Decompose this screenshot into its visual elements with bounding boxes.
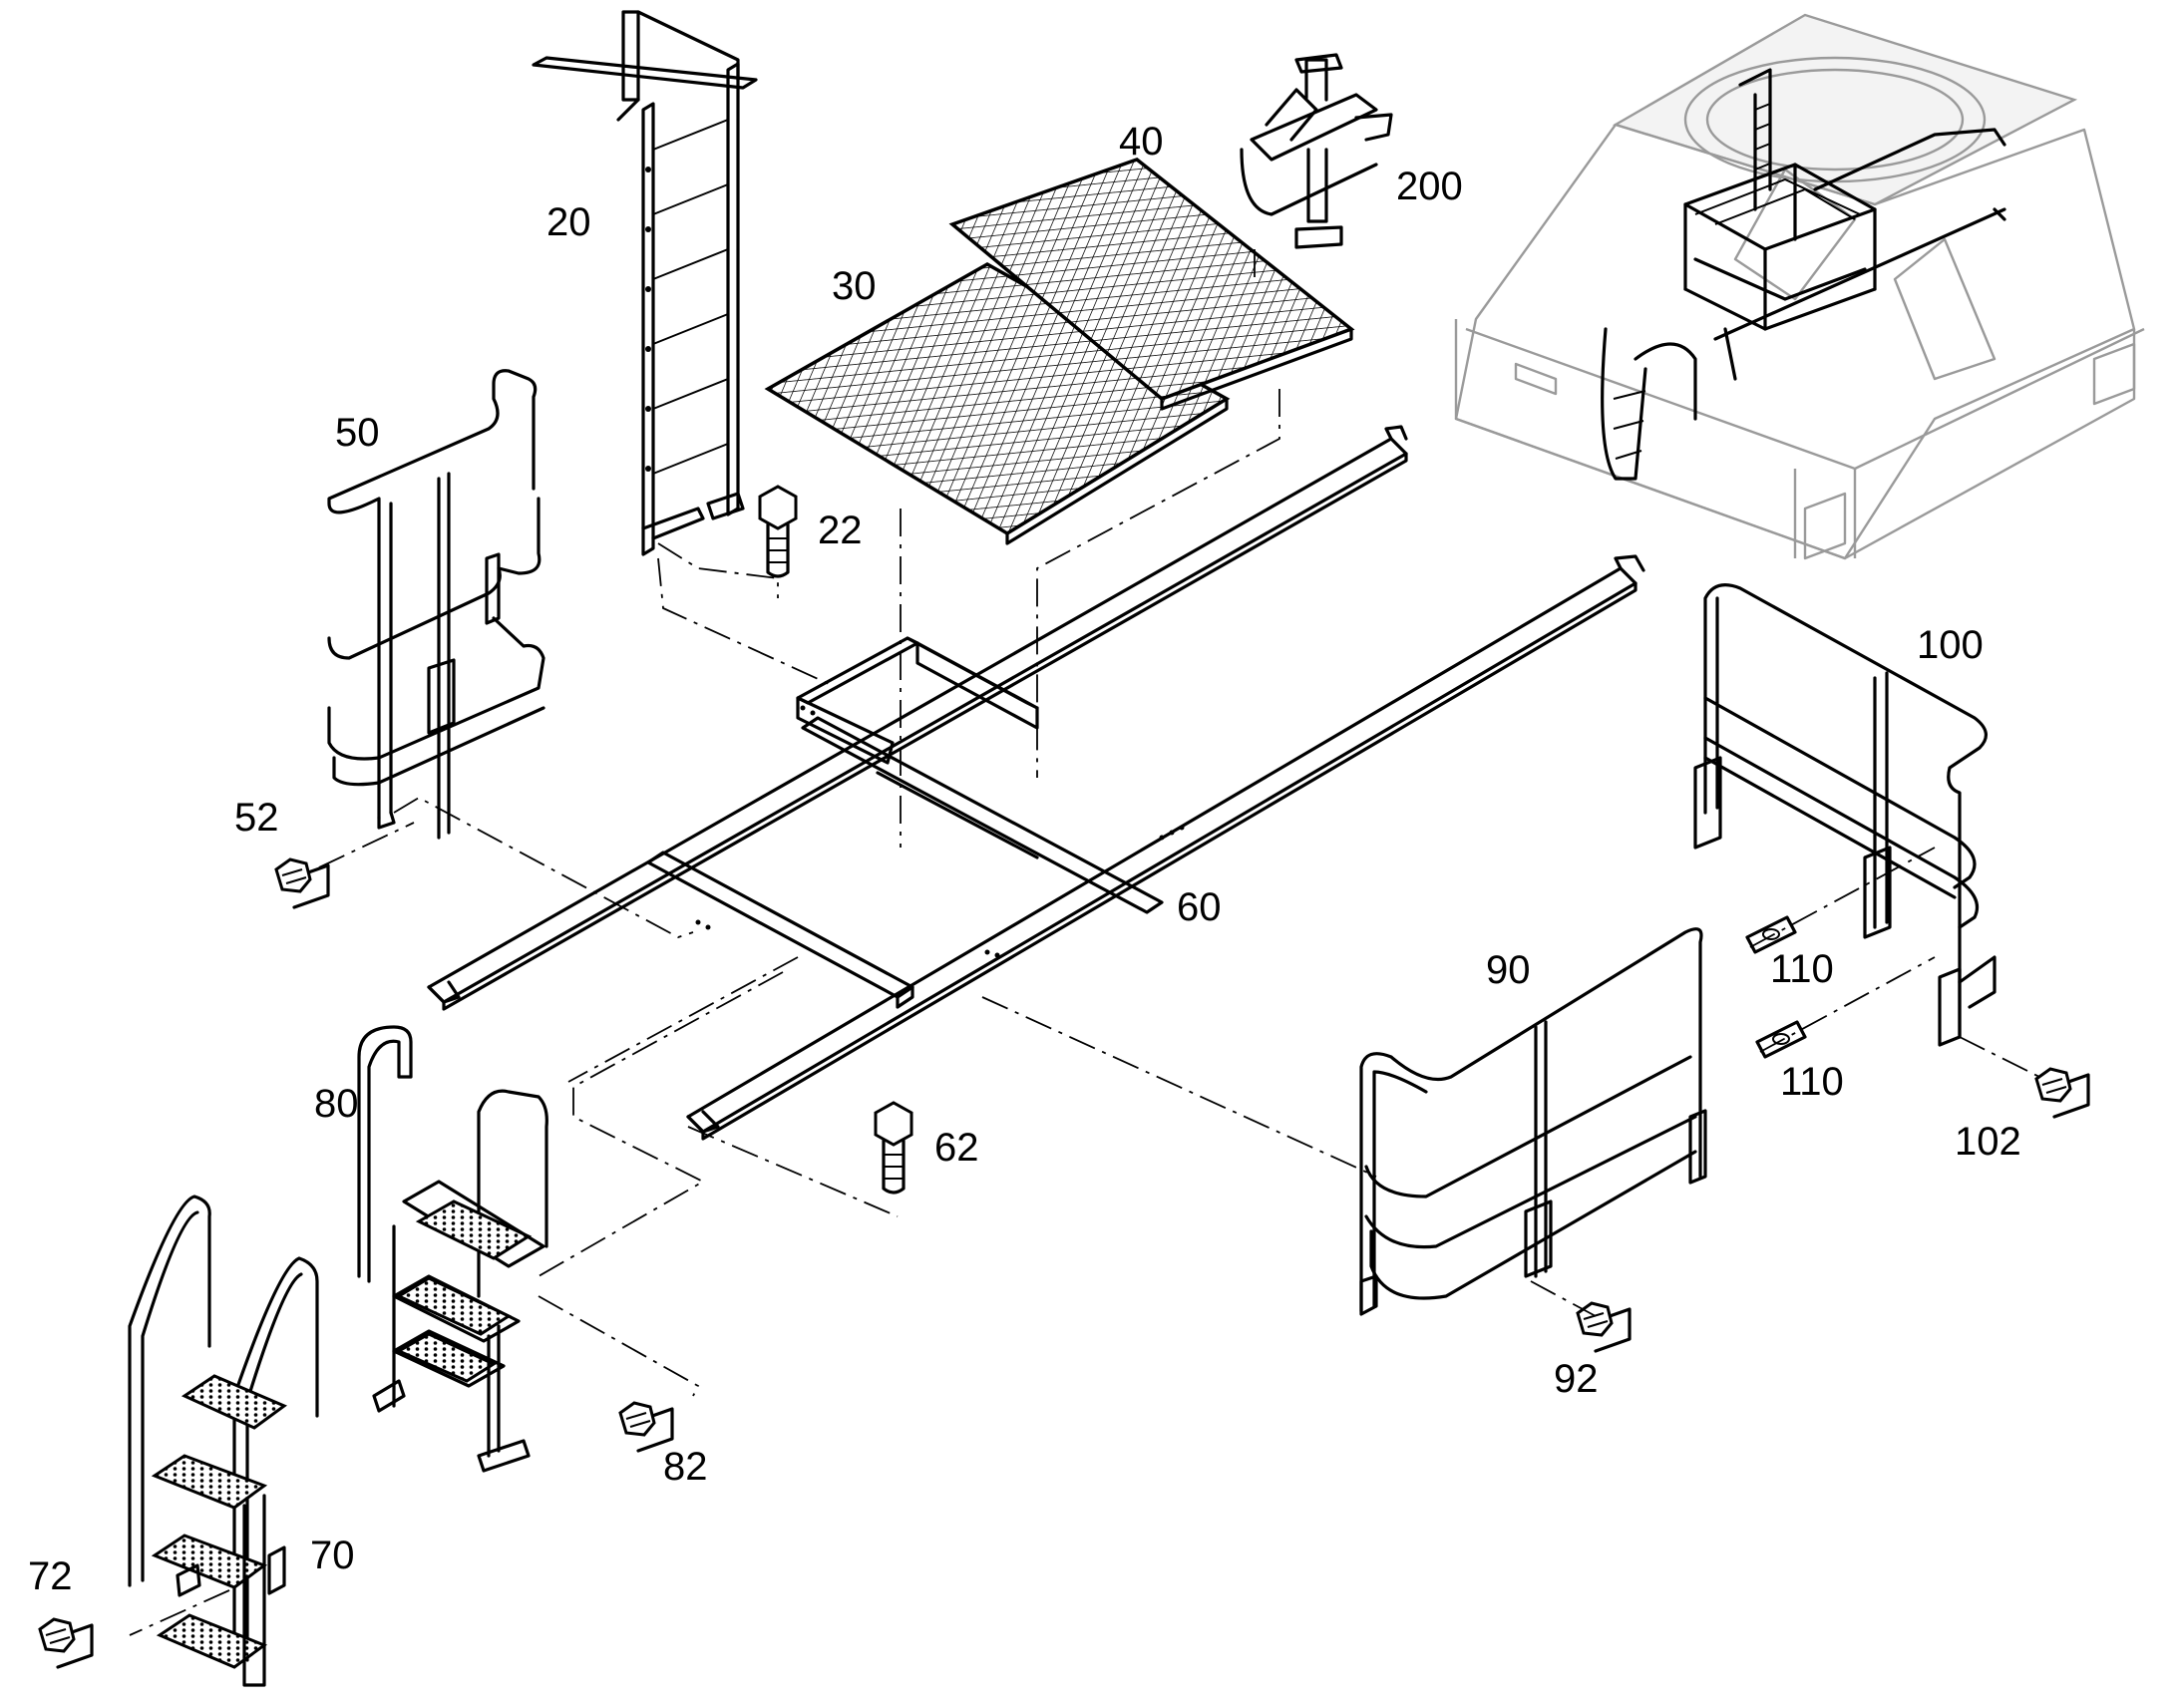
label-part-110-upper: 110: [1770, 947, 1834, 991]
stairs-70: [128, 1195, 319, 1687]
label-part-82: 82: [663, 1445, 708, 1489]
handrail-90: [1359, 927, 1707, 1316]
ladder: [532, 10, 758, 556]
label-part-60: 60: [1177, 885, 1222, 929]
part-labels: 20 22 30 40 50 52 60 62 70 72 80 82 90 9…: [28, 120, 2021, 1598]
label-part-100: 100: [1917, 623, 1984, 667]
label-part-20: 20: [546, 200, 591, 244]
label-part-92: 92: [1554, 1357, 1599, 1401]
label-part-62: 62: [934, 1126, 979, 1170]
handrail-50: [327, 369, 545, 840]
label-part-80: 80: [314, 1082, 359, 1126]
label-part-200: 200: [1396, 165, 1463, 208]
bolt-72: [38, 1617, 94, 1669]
label-part-22: 22: [818, 509, 863, 552]
label-part-70: 70: [310, 1534, 355, 1577]
label-part-110-lower: 110: [1780, 1060, 1844, 1104]
label-part-90: 90: [1486, 948, 1531, 992]
handrail-100: [1693, 583, 1997, 1047]
bolt-82: [618, 1401, 674, 1453]
clamp: [1240, 53, 1393, 249]
bolt-62: [874, 1101, 913, 1195]
platform-frame: [427, 425, 1645, 1141]
label-part-102: 102: [1955, 1120, 2021, 1164]
label-part-52: 52: [234, 796, 279, 840]
label-part-50: 50: [335, 411, 380, 455]
label-part-72: 72: [28, 1554, 73, 1598]
spacer-110-upper: [1745, 915, 1797, 954]
grating-panel-40: [948, 158, 1355, 411]
grating-panel-30: [764, 261, 1231, 545]
stairs-80: [357, 1025, 548, 1473]
assembly-center-lines: [129, 249, 2040, 1636]
label-part-40: 40: [1119, 120, 1164, 164]
machine-location-overview: [1454, 13, 2145, 560]
spacer-110-lower: [1755, 1020, 1807, 1059]
label-part-30: 30: [832, 264, 877, 308]
bolt-102: [2034, 1067, 2090, 1119]
bolt-22: [758, 485, 798, 578]
